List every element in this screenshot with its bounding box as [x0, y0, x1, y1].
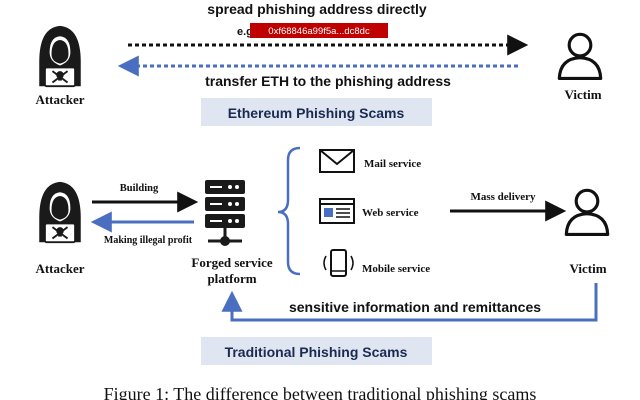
mass-delivery-label: Mass delivery — [470, 191, 536, 203]
attacker-icon — [38, 180, 82, 244]
ethereum-section: Attacker spread phishing address directl… — [35, 1, 603, 126]
victim-label: Victim — [569, 261, 606, 276]
spread-arrow-label: spread phishing address directly — [207, 1, 427, 17]
attacker-icon — [38, 24, 82, 88]
attacker-label: Attacker — [35, 92, 84, 107]
attacker-label: Attacker — [35, 261, 84, 276]
mail-service-label: Mail service — [364, 158, 421, 170]
profit-label: Making illegal profit — [104, 235, 193, 246]
phishing-address: 0xf68846a99f5a...dc8dc — [268, 26, 370, 37]
traditional-title-box — [201, 337, 432, 365]
platform-label-line1: Forged service — [191, 255, 272, 270]
services-brace — [277, 146, 301, 276]
traditional-section: Attacker Building Making illegal profit … — [35, 146, 610, 365]
ethereum-section-title: Ethereum Phishing Scams — [228, 105, 405, 121]
traditional-section-title: Traditional Phishing Scams — [225, 344, 408, 360]
browser-window-icon — [319, 198, 355, 224]
server-stack-icon — [205, 180, 245, 246]
transfer-arrow-label: transfer ETH to the phishing address — [205, 73, 451, 89]
platform-label-line2: platform — [207, 271, 256, 286]
web-service-label: Web service — [362, 207, 419, 219]
figure-caption: Figure 1: The difference between traditi… — [104, 384, 537, 400]
return-arrow-label: sensitive information and remittances — [289, 299, 541, 315]
victim-icon — [557, 32, 603, 80]
victim-label: Victim — [564, 87, 601, 102]
ethereum-title-box — [201, 98, 432, 126]
building-label: Building — [120, 183, 159, 194]
mobile-service-label: Mobile service — [362, 263, 430, 275]
envelope-icon — [319, 149, 355, 173]
victim-icon — [564, 188, 610, 236]
return-arrow — [221, 283, 598, 322]
smartphone-icon — [323, 249, 354, 277]
address-box — [250, 23, 388, 38]
